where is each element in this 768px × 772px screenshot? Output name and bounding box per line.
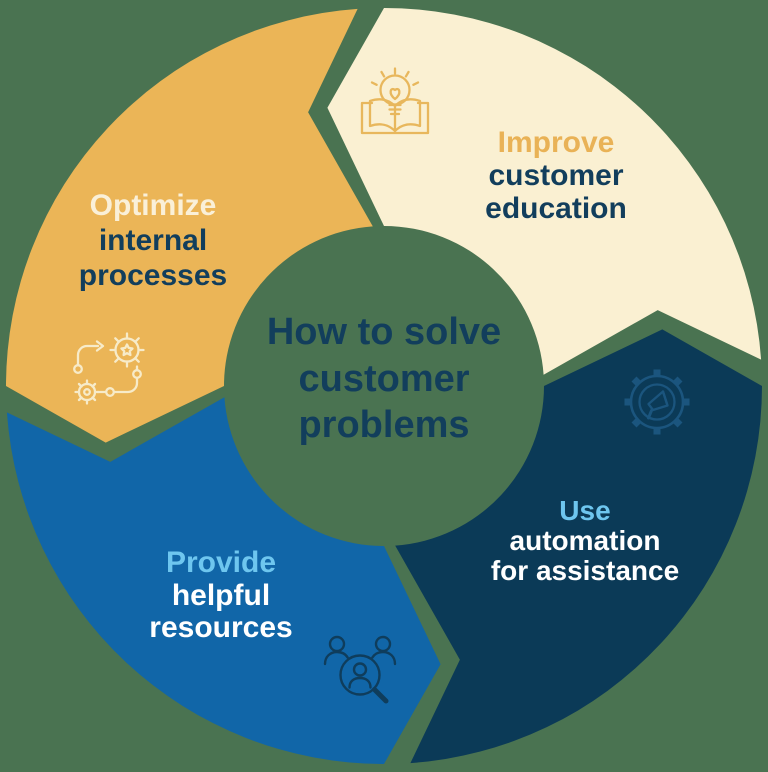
label-line: helpful [171,578,271,612]
label-highlight: Use [559,495,611,526]
label-improve-customer-education: Improve customer education [485,126,627,225]
label-line: for assistance [490,554,680,586]
gear-megaphone-icon [624,369,690,435]
label-optimize-internal-processes: Optimize internal processes [79,189,227,293]
label-highlight: Improve [497,126,615,159]
center-title-line: How to solve [266,311,502,353]
segment-provide-shape [6,397,441,764]
center-title: How to solve customer problems [267,309,501,449]
label-highlight: Optimize [89,189,217,222]
label-provide-helpful-resources: Provide helpful resources [149,546,293,645]
center-title-line: problems [298,404,470,447]
process-flow-icon [73,332,145,405]
segment-optimize-shape [5,8,373,443]
label-line: customer [488,159,624,192]
people-search-icon [323,635,397,704]
label-line: automation [509,524,661,556]
segment-improve-shape [327,7,762,375]
label-line: education [485,192,627,225]
lightbulb-book-icon [360,67,430,135]
label-highlight: Provide [165,546,277,579]
label-use-automation-for-assistance: Use automation for assistance [491,496,679,586]
segment-automation-shape [395,329,762,764]
label-line: processes [78,258,228,292]
label-line: resources [149,611,293,645]
center-title-line: customer [298,357,470,400]
label-line: internal [98,223,208,257]
